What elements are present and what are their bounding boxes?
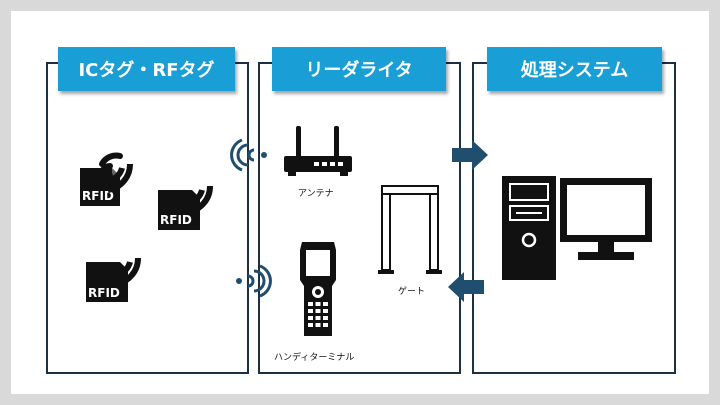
rfid-tag-icon: RFID <box>86 257 142 302</box>
rfid-tag-label: RFID <box>160 213 192 227</box>
gate-label: ゲート <box>398 287 426 297</box>
rfid-tag-label: RFID <box>88 286 120 300</box>
arrow-right-icon <box>452 140 488 170</box>
radio-wave-icon <box>230 138 267 172</box>
antenna-icon <box>284 126 352 176</box>
panel-tags <box>46 62 249 374</box>
panel-title-tags: ICタグ・RFタグ <box>58 47 235 91</box>
rfid-tag-icon: RFID <box>158 185 214 230</box>
panel-title-system: 処理システム <box>487 47 662 91</box>
monitor-icon <box>560 178 652 260</box>
panel-title-reader: リーダライタ <box>272 47 446 91</box>
panel-reader <box>258 62 461 374</box>
handy-terminal-label: ハンディターミナル <box>274 353 355 363</box>
radio-wave-icon <box>236 264 272 298</box>
antenna-label: アンテナ <box>298 189 334 199</box>
pc-tower-icon <box>502 176 556 280</box>
gate-icon <box>378 185 442 274</box>
handy-terminal-icon <box>300 242 336 336</box>
arrow-left-icon <box>448 272 484 302</box>
rfid-tag-label: RFID <box>82 189 114 203</box>
rfid-tag-icon: RFID <box>80 152 134 206</box>
